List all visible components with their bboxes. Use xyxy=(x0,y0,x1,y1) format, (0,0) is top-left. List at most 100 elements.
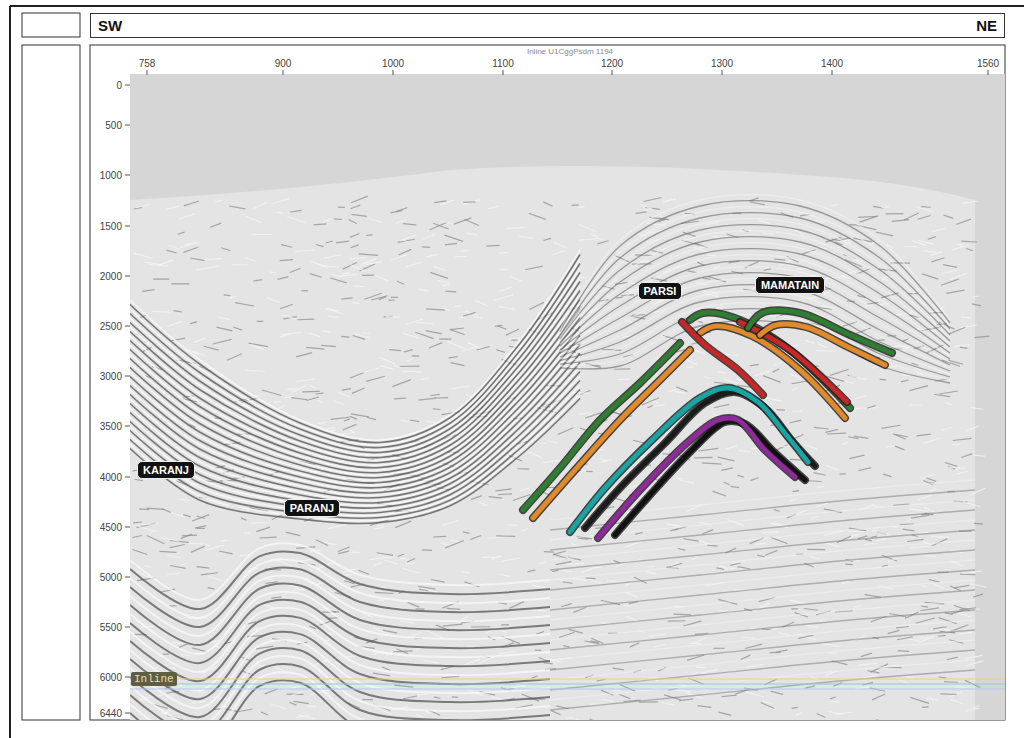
noise xyxy=(663,199,676,202)
noise xyxy=(463,201,475,203)
noise xyxy=(310,274,322,278)
noise xyxy=(535,650,541,651)
noise xyxy=(601,460,612,463)
noise xyxy=(138,526,156,531)
noise xyxy=(918,495,932,500)
noise xyxy=(921,585,928,587)
noise xyxy=(950,699,963,704)
noise xyxy=(445,540,464,547)
noise xyxy=(696,666,706,668)
noise xyxy=(393,650,412,652)
noise xyxy=(136,205,150,208)
noise xyxy=(213,339,232,344)
noise xyxy=(771,537,788,543)
noise xyxy=(471,496,482,500)
noise xyxy=(333,401,344,405)
noise xyxy=(324,255,341,258)
noise xyxy=(350,373,363,378)
noise xyxy=(901,380,908,382)
noise xyxy=(451,363,465,366)
noise xyxy=(804,609,818,611)
reflector xyxy=(550,660,975,700)
depth-value: 2000 xyxy=(100,271,122,282)
noise xyxy=(886,446,895,448)
noise xyxy=(954,345,969,347)
noise xyxy=(970,584,986,587)
noise xyxy=(352,302,359,304)
data-ground xyxy=(130,166,975,720)
noise xyxy=(406,319,423,324)
noise xyxy=(923,251,936,253)
noise xyxy=(290,268,301,272)
noise xyxy=(500,574,510,576)
noise xyxy=(761,703,774,709)
noise xyxy=(465,659,480,664)
noise xyxy=(945,462,957,466)
noise xyxy=(563,646,570,648)
noise xyxy=(192,701,205,703)
noise xyxy=(973,594,983,597)
trace-number: 1400 xyxy=(821,58,843,69)
noise xyxy=(529,213,546,219)
noise xyxy=(418,398,436,400)
noise xyxy=(221,248,230,251)
noise xyxy=(910,404,922,406)
noise xyxy=(945,402,952,405)
noise xyxy=(440,221,453,223)
noise xyxy=(895,446,904,450)
noise xyxy=(944,681,958,683)
noise xyxy=(597,679,606,681)
noise xyxy=(296,715,309,718)
noise xyxy=(371,296,387,300)
noise xyxy=(366,376,385,381)
noise xyxy=(959,325,976,328)
noise xyxy=(342,389,351,390)
noise xyxy=(967,661,984,666)
noise xyxy=(220,539,227,541)
noise xyxy=(532,585,547,588)
noise xyxy=(865,595,881,597)
noise xyxy=(426,309,445,310)
noise xyxy=(883,474,891,476)
horizon-outline xyxy=(760,324,885,365)
noise xyxy=(573,578,586,580)
noise xyxy=(253,280,262,281)
noise xyxy=(525,450,543,458)
noise xyxy=(178,232,185,234)
noise xyxy=(816,503,827,507)
noise xyxy=(281,245,292,248)
reflector xyxy=(130,300,580,468)
noise xyxy=(751,477,759,480)
noise xyxy=(827,543,840,547)
noise xyxy=(349,430,355,433)
noise xyxy=(179,654,192,656)
horizons xyxy=(523,310,892,538)
node-text: Inline xyxy=(134,673,174,685)
noise xyxy=(208,588,215,589)
noise xyxy=(400,235,415,241)
noise xyxy=(581,569,592,573)
depth-value: 3500 xyxy=(100,421,122,432)
horizon-pick xyxy=(615,421,805,535)
noise xyxy=(916,434,930,436)
noise xyxy=(167,573,181,574)
noise xyxy=(170,545,185,548)
noise xyxy=(294,701,309,703)
noise xyxy=(192,648,206,652)
noise xyxy=(306,347,324,349)
horizon-outline xyxy=(598,418,795,538)
noise xyxy=(433,223,448,229)
noise xyxy=(810,556,820,559)
corner-box xyxy=(22,13,80,37)
noise xyxy=(773,369,780,372)
noise xyxy=(946,290,964,293)
noise xyxy=(721,468,733,471)
noise xyxy=(180,563,187,566)
tick-mark xyxy=(283,70,284,75)
noise xyxy=(561,604,572,607)
noise xyxy=(909,509,928,512)
noise xyxy=(911,515,929,518)
tick-mark xyxy=(125,175,130,176)
tick-mark xyxy=(988,70,989,75)
reflector xyxy=(130,656,550,720)
